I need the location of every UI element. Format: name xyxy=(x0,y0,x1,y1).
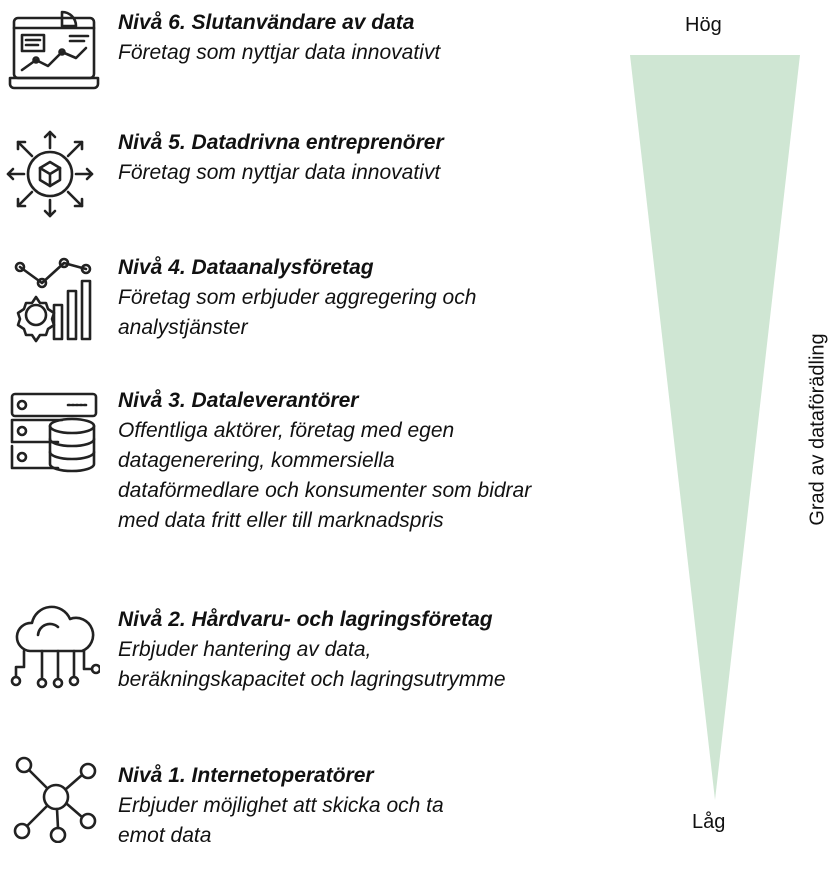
distribution-box-icon xyxy=(4,128,96,220)
level-2-text: Nivå 2. Hårdvaru- och lagringsföretag Er… xyxy=(118,605,588,695)
level-description: Erbjuder möjlighet att skicka och ta emo… xyxy=(118,794,444,847)
level-title: Nivå 1. Internetoperatörer xyxy=(118,764,374,787)
scale-high-label: Hög xyxy=(685,14,722,36)
level-1-text: Nivå 1. Internetoperatörer Erbjuder möjl… xyxy=(118,761,588,851)
scale-low-label: Låg xyxy=(692,811,726,833)
level-5-text: Nivå 5. Datadrivna entreprenörer Företag… xyxy=(118,128,588,188)
refinement-triangle xyxy=(630,55,800,800)
dashboard-icon xyxy=(8,8,100,100)
level-description: Företag som erbjuder aggregering och ana… xyxy=(118,286,477,339)
level-title: Nivå 5. Datadrivna entreprenörer xyxy=(118,131,444,154)
database-server-icon xyxy=(8,386,100,478)
level-title: Nivå 6. Slutanvändare av data xyxy=(118,11,415,34)
network-nodes-icon xyxy=(8,751,100,844)
level-title: Nivå 2. Hårdvaru- och lagringsföretag xyxy=(118,608,493,631)
level-6: Nivå 6. Slutanvändare av data Företag so… xyxy=(0,8,600,128)
level-4-text: Nivå 4. Dataanalysföretag Företag som er… xyxy=(118,253,588,343)
level-title: Nivå 4. Dataanalysföretag xyxy=(118,256,374,279)
level-3-text: Nivå 3. Dataleverantörer Offentliga aktö… xyxy=(118,386,588,536)
level-description: Erbjuder hantering av data, beräkningska… xyxy=(118,638,506,691)
level-description: Företag som nyttjar data innovativt xyxy=(118,41,441,64)
level-5: Nivå 5. Datadrivna entreprenörer Företag… xyxy=(0,128,600,248)
level-3: Nivå 3. Dataleverantörer Offentliga aktö… xyxy=(0,386,600,532)
level-2: Nivå 2. Hårdvaru- och lagringsföretag Er… xyxy=(0,605,600,725)
level-description: Offentliga aktörer, företag med egen dat… xyxy=(118,419,532,532)
level-6-text: Nivå 6. Slutanvändare av data Företag so… xyxy=(118,8,588,68)
cloud-network-icon xyxy=(8,601,102,693)
level-4: Nivå 4. Dataanalysföretag Företag som er… xyxy=(0,253,600,373)
axis-label: Grad av dataförädling xyxy=(806,333,829,526)
level-title: Nivå 3. Dataleverantörer xyxy=(118,389,359,412)
analytics-gear-icon xyxy=(8,253,100,345)
level-1: Nivå 1. Internetoperatörer Erbjuder möjl… xyxy=(0,756,600,881)
level-description: Företag som nyttjar data innovativt xyxy=(118,161,441,184)
